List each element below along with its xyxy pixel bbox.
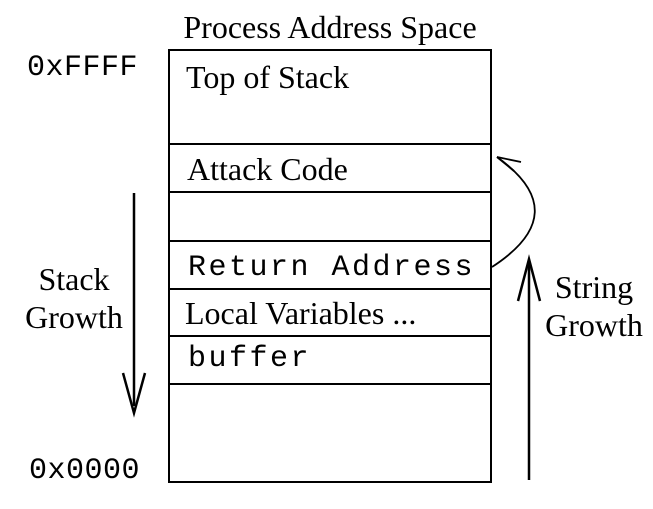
diagram-title: Process Address Space [183, 9, 477, 45]
overflow-arrow-curve [491, 156, 536, 268]
stack-box-dividers [169, 143, 491, 385]
section-label-return-address: Return Address [188, 251, 476, 285]
string-growth-label-line2: Growth [545, 307, 643, 343]
section-label-top-of-stack: Top of Stack [186, 59, 350, 95]
stack-growth-label-line1: Stack [38, 261, 110, 297]
section-label-attack-code: Attack Code [187, 151, 348, 187]
stack-growth-arrowhead-down-icon [121, 372, 147, 418]
stack-growth-label-line2: Growth [25, 299, 123, 335]
section-label-local-variables: Local Variables ... [185, 295, 417, 331]
section-label-buffer: buffer [188, 342, 312, 376]
string-growth-arrowhead-up-icon [516, 254, 542, 302]
stack-growth-label: Stack Growth [10, 260, 138, 336]
stack-growth-arrow [121, 193, 147, 418]
address-label-top: 0xFFFF [27, 51, 139, 85]
stack-box-outline [168, 49, 492, 483]
string-growth-label: String Growth [538, 268, 650, 344]
overflow-curved-arrow [491, 156, 536, 268]
string-growth-label-line1: String [554, 269, 634, 305]
address-label-bottom: 0x0000 [29, 454, 141, 488]
overflow-arrowhead-lower-wing [496, 156, 515, 172]
overflow-arrowhead-upper-wing [496, 156, 522, 163]
string-growth-arrow [516, 254, 542, 480]
